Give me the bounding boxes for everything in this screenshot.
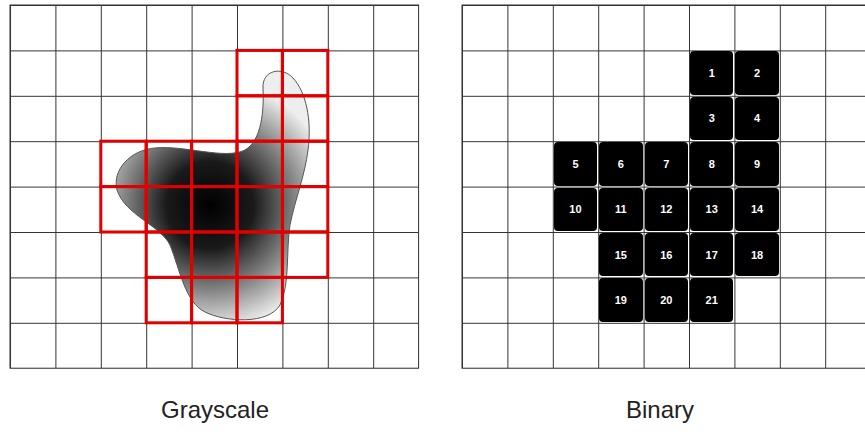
binary-pixel: 12 [645,188,688,231]
binary-pixel: 13 [690,188,733,231]
pixel-number: 16 [660,249,672,261]
binary-grid [462,5,865,368]
binary-pixel: 1 [690,51,733,94]
binary-pixel: 3 [690,97,733,140]
pixel-number: 3 [709,112,715,124]
pixel-number: 14 [751,203,763,215]
pixel-number: 4 [754,112,760,124]
pixel-number: 8 [709,158,715,170]
binary-pixel: 6 [599,142,642,185]
binary-pixel: 19 [599,278,642,321]
covered-pixel-outlines [101,50,328,322]
binary-pixel: 4 [735,97,778,140]
binary-pixel: 17 [690,233,733,276]
pixel-number: 21 [706,294,718,306]
binary-pixel: 11 [599,188,642,231]
binary-pixel: 2 [735,51,778,94]
pixel-number: 17 [706,249,718,261]
pixel-number: 2 [754,67,760,79]
binary-pixel: 18 [735,233,778,276]
pixel-number: 12 [660,203,672,215]
pixel-number: 15 [615,249,627,261]
binary-pixel: 5 [554,142,597,185]
panel-label: Grayscale [161,396,269,424]
pixel-number: 11 [615,203,627,215]
binary-pixel: 15 [599,233,642,276]
pixel-number: 6 [618,158,624,170]
pixel-number: 7 [663,158,669,170]
pixel-number: 19 [615,294,627,306]
binary-pixel: 21 [690,278,733,321]
pixel-number: 1 [709,67,715,79]
pixel-number: 5 [572,158,578,170]
binary-pixel: 14 [735,188,778,231]
pixel-number: 10 [569,203,581,215]
binary-pixel: 10 [554,188,597,231]
binary-pixel: 8 [690,142,733,185]
pixel-number: 20 [660,294,672,306]
binary-pixel: 20 [645,278,688,321]
binary-pixel: 9 [735,142,778,185]
binary-pixel: 16 [645,233,688,276]
grayscale-grid [10,5,419,368]
pixel-number: 13 [706,203,718,215]
binary-pixel: 7 [645,142,688,185]
pixel-number: 18 [751,249,763,261]
panel-label: Binary [626,396,694,424]
pixel-number: 9 [754,158,760,170]
